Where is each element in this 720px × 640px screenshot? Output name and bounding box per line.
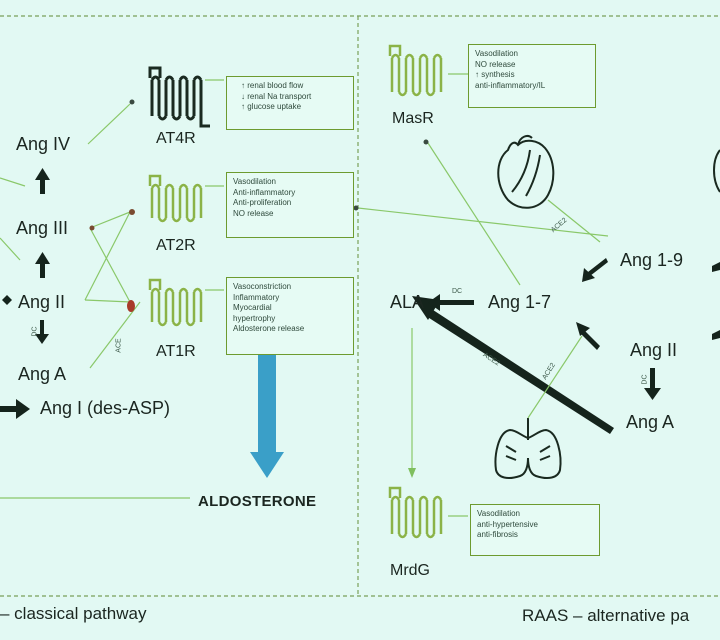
effect-item: ↑ renal blood flow: [241, 81, 304, 90]
left-cascade-arrows: [0, 168, 50, 419]
effect-item: NO release: [475, 59, 516, 69]
right-thick-arrows: [412, 258, 720, 434]
effect-item: Myocardial: [233, 303, 272, 312]
receptor-at2r-icon: [148, 174, 203, 223]
enzyme-dc-right: DC: [452, 288, 463, 295]
effect-item: Anti-proliferation: [233, 198, 292, 207]
effect-item: Vasodilation: [233, 177, 276, 186]
effect-item: Vasoconstriction: [233, 282, 292, 291]
effect-item: Vasodilation: [475, 49, 518, 58]
receptor-at4r-icon: [148, 66, 210, 128]
node-ang1: Ang I (des-ASP): [40, 398, 171, 418]
effect-item: ↑ glucose uptake: [241, 102, 302, 111]
node-ang2-right: Ang II: [630, 340, 678, 360]
receptor-mrdg-icon: [388, 486, 443, 539]
left-connector-dots: [89, 99, 135, 312]
enzyme-ace-left: ACE: [115, 338, 123, 353]
effect-item: Aldosterone release: [233, 324, 305, 333]
effect-item: anti-hypertensive: [477, 519, 538, 529]
effects-box-at2r: Vasodilation Anti-inflammatory Anti-prol…: [226, 172, 354, 238]
left-thin-connectors: [0, 79, 224, 499]
node-anga: Ang A: [18, 364, 67, 384]
aldosterone-arrow: [250, 336, 284, 478]
receptor-at2r-label: AT2R: [156, 237, 196, 254]
receptor-masr-label: MasR: [392, 110, 434, 127]
receptor-at4r-label: AT4R: [156, 130, 196, 147]
receptor-at1r-label: AT1R: [156, 343, 196, 360]
effect-item: Vasodilation: [477, 509, 520, 518]
node-ang2: Ang II: [18, 292, 66, 312]
receptor-masr-icon: [388, 44, 443, 97]
node-anga-right: Ang A: [626, 412, 675, 432]
effects-box-mrdg: Vasodilation anti-hypertensive anti-fibr…: [470, 504, 600, 556]
left-caption: – classical pathway: [0, 604, 147, 623]
heart-icon: [497, 135, 555, 209]
effects-box-at4r: ↑ renal blood flow ↓ renal Na transport …: [226, 76, 354, 130]
effect-item: Inflammatory: [233, 292, 280, 302]
effect-item: NO release: [233, 208, 274, 218]
effect-item: ↑ synthesis: [475, 70, 515, 79]
enzyme-dc-left: DC: [31, 326, 39, 337]
receptor-at1r-icon: [148, 278, 203, 327]
panel-frame: [0, 15, 720, 597]
effect-item: hypertrophy: [233, 313, 276, 323]
effect-item: ↓ renal Na transport: [241, 91, 312, 101]
node-ang3: Ang III: [16, 218, 69, 238]
node-ang19: Ang 1-9: [620, 250, 684, 270]
receptor-mrdg-label: MrdG: [390, 562, 430, 579]
effect-item: Anti-inflammatory: [233, 187, 296, 197]
enzyme-dc2-right: DC: [641, 374, 649, 385]
node-ala: ALA: [390, 292, 425, 312]
aldosterone-label: ALDOSTERONE: [198, 493, 317, 510]
node-ang4: Ang IV: [16, 134, 71, 154]
right-thin-connectors: [357, 73, 609, 517]
effects-box-masr: Vasodilation NO release ↑ synthesis anti…: [468, 44, 596, 108]
partial-right-icon: [713, 149, 720, 193]
lungs-icon: [494, 418, 562, 479]
right-caption: RAAS – alternative pa: [522, 606, 690, 625]
node-ang17: Ang 1-7: [488, 292, 552, 312]
effect-item: anti-inflammatory/IL: [475, 80, 546, 90]
effects-box-at1r: Vasoconstriction Inflammatory Myocardial…: [226, 277, 354, 355]
effect-item: anti-fibrosis: [477, 530, 518, 539]
